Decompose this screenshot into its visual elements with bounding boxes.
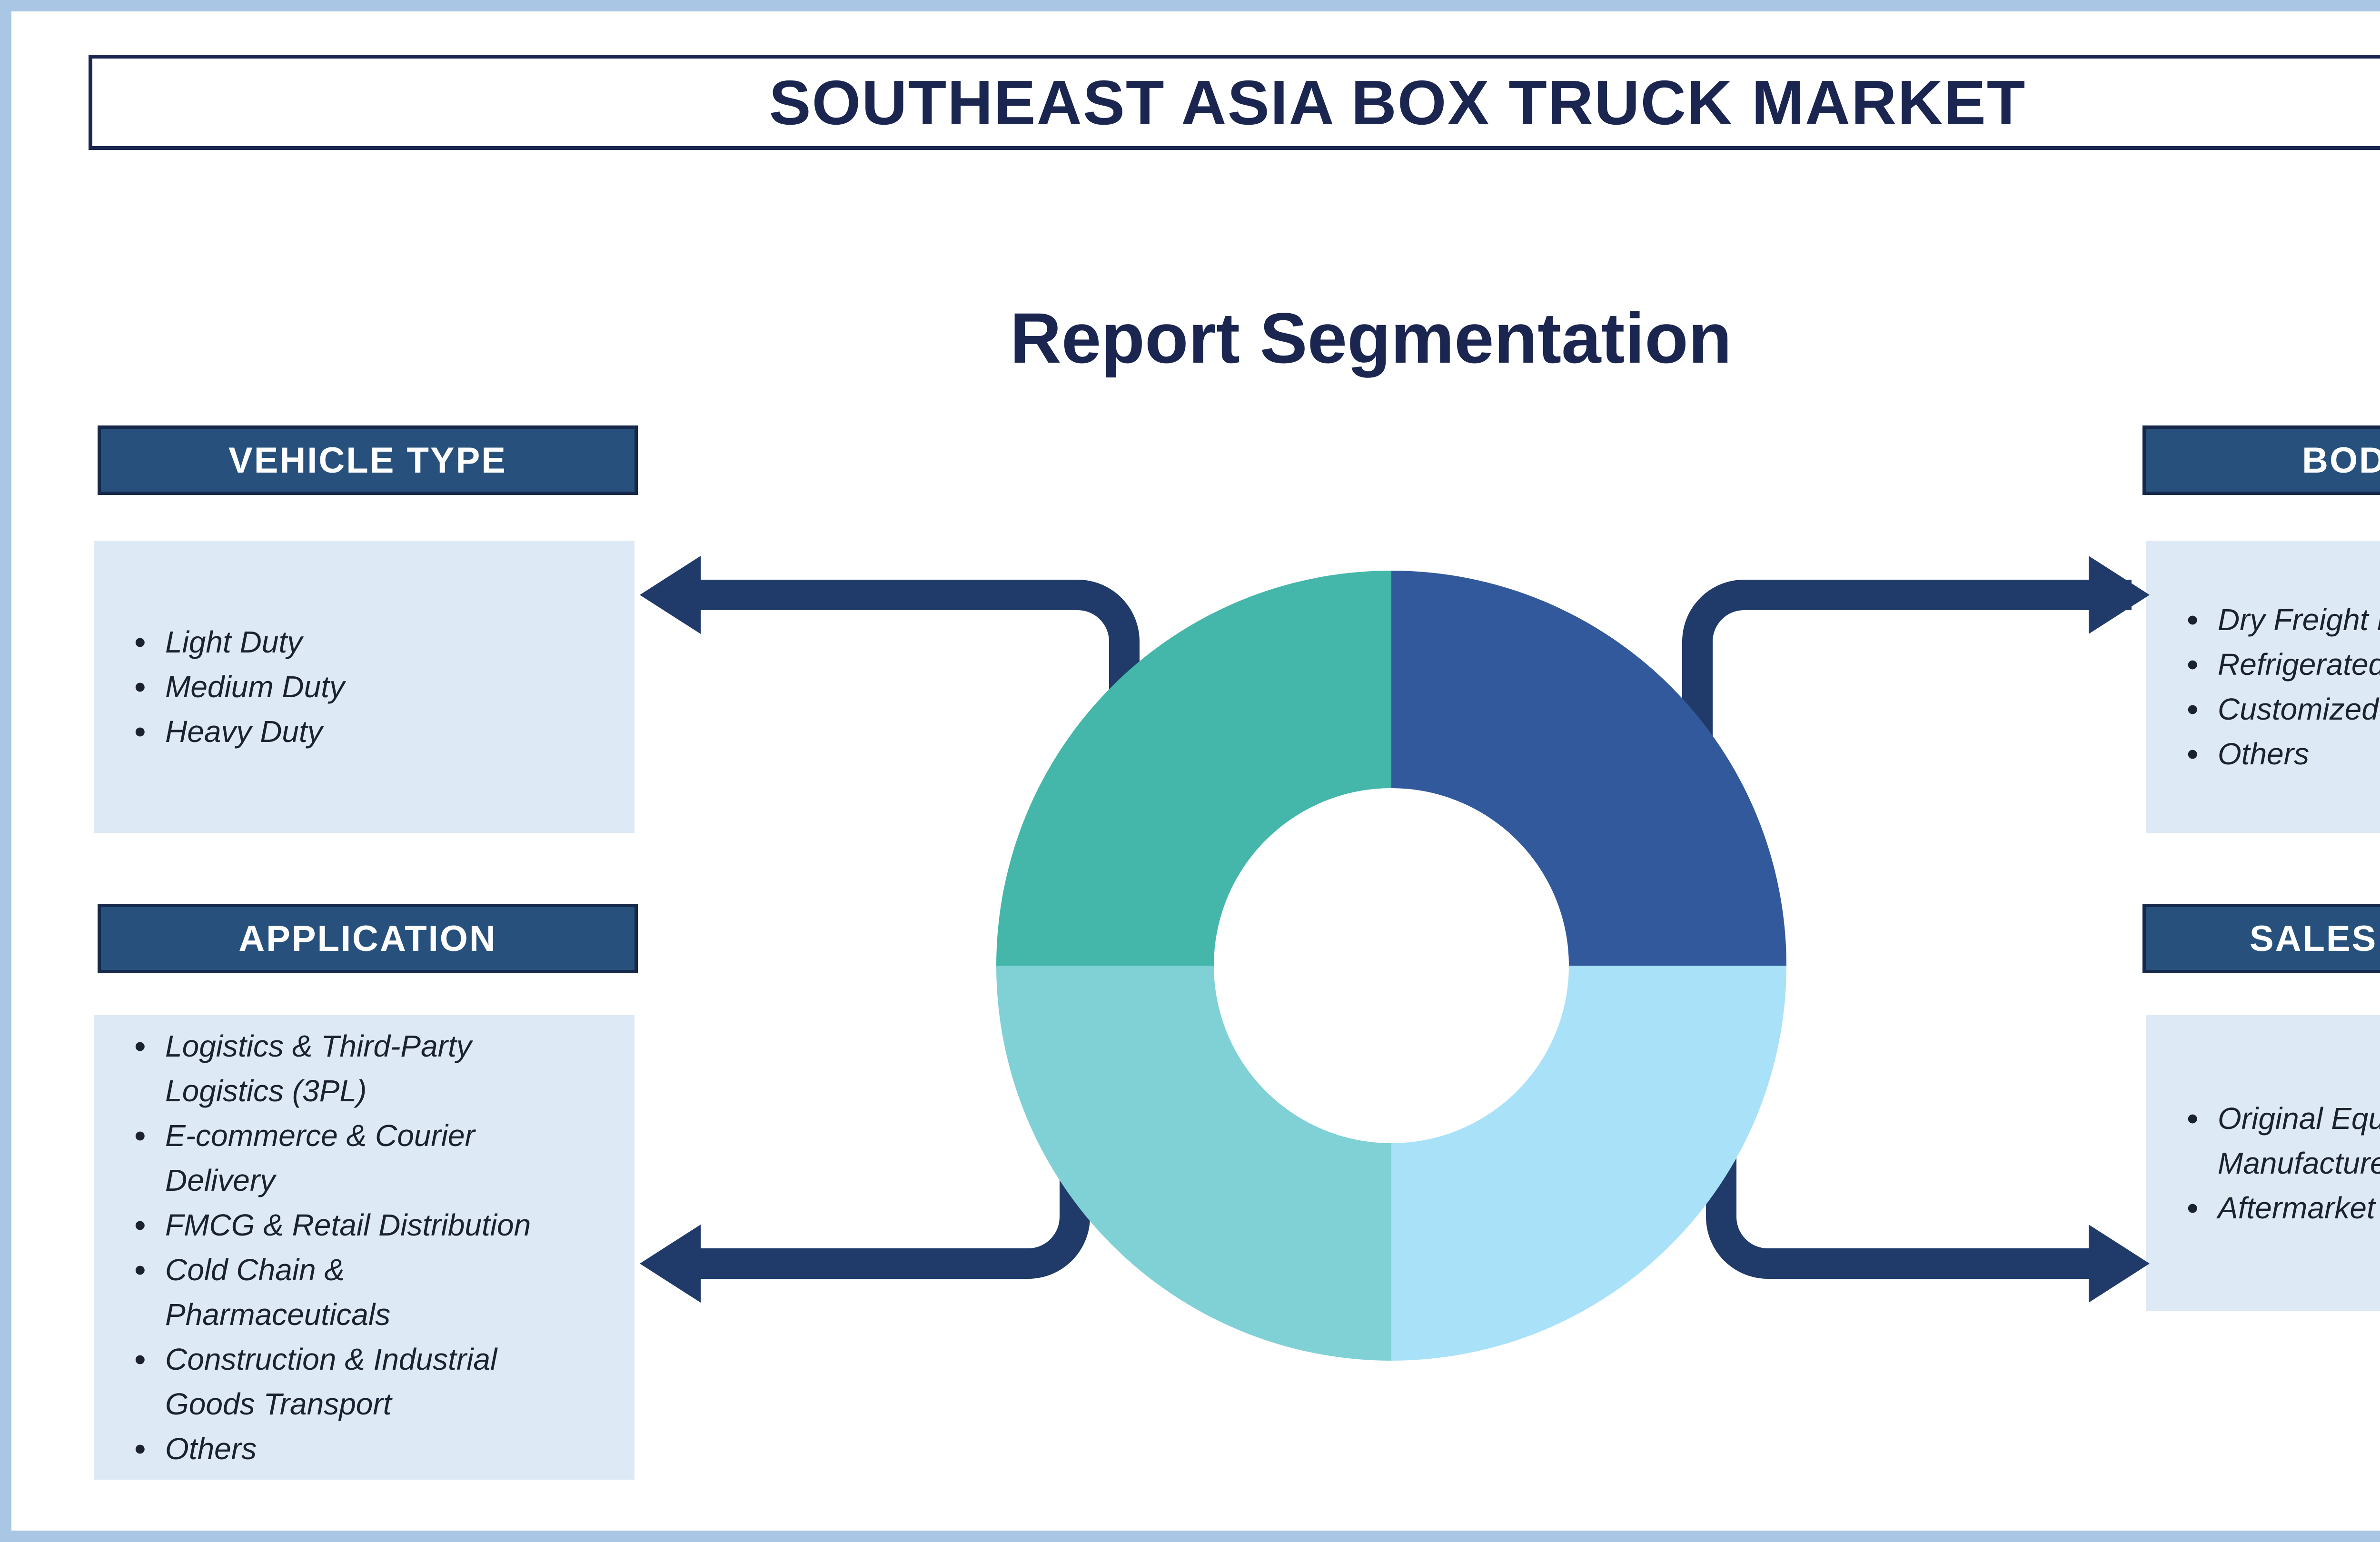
arrowhead-application-icon [640,1225,701,1303]
panel-application: Logistics & Third-Party Logistics (3PL)E… [94,1015,635,1480]
vehicle-type-list: Light DutyMedium DutyHeavy Duty [94,620,635,754]
subtitle: Report Segmentation [1010,298,1732,378]
page-title: SOUTHEAST ASIA BOX TRUCK MARKET [769,67,2026,138]
list-item: FMCG & Retail Distribution [134,1203,551,1247]
list-item: Logistics & Third-Party Logistics (3PL) [134,1024,551,1113]
sales-channel-list: Original Equipment Manufacturer (OEM)Aft… [2146,1096,2380,1230]
panel-vehicle-type: Light DutyMedium DutyHeavy Duty [94,541,635,833]
title-banner: SOUTHEAST ASIA BOX TRUCK MARKET [89,55,2380,150]
body-type-list: Dry Freight BoxRefrigerated BoxCustomize… [2146,597,2380,776]
application-list: Logistics & Third-Party Logistics (3PL)E… [94,1024,635,1471]
arrowhead-vehicle-type-icon [640,556,701,634]
list-item: Others [134,1426,551,1471]
list-item: Others [2187,731,2380,776]
connector-body-type [1682,580,2132,799]
list-item: E-commerce & Courier Delivery [134,1113,551,1203]
list-item: Original Equipment Manufacturer (OEM) [2187,1096,2380,1186]
arrowhead-sales-channel-icon [2089,1225,2150,1303]
connector-sales-channel [1706,1060,2106,1279]
arrowhead-body-type-icon [2089,556,2150,634]
list-item: Heavy Duty [134,709,615,754]
list-item: Dry Freight Box [2187,597,2380,642]
list-item: Light Duty [134,620,615,664]
header-vehicle-type: VEHICLE TYPE [98,425,638,495]
header-sales-channel: SALES CHANNEL [2142,904,2380,973]
segmentation-donut-chart [996,571,1786,1361]
header-application: APPLICATION [98,904,638,973]
list-item: Cold Chain & Pharmaceuticals [134,1247,551,1337]
list-item: Customized Box [2187,687,2380,731]
header-body-type: BODY TYPE [2142,425,2380,495]
list-item: Refrigerated Box [2187,642,2380,687]
panel-sales-channel: Original Equipment Manufacturer (OEM)Aft… [2146,1015,2380,1311]
list-item: Construction & Industrial Goods Transpor… [134,1337,551,1426]
panel-body-type: Dry Freight BoxRefrigerated BoxCustomize… [2146,541,2380,833]
list-item: Aftermarket [2187,1186,2380,1230]
list-item: Medium Duty [134,664,615,709]
